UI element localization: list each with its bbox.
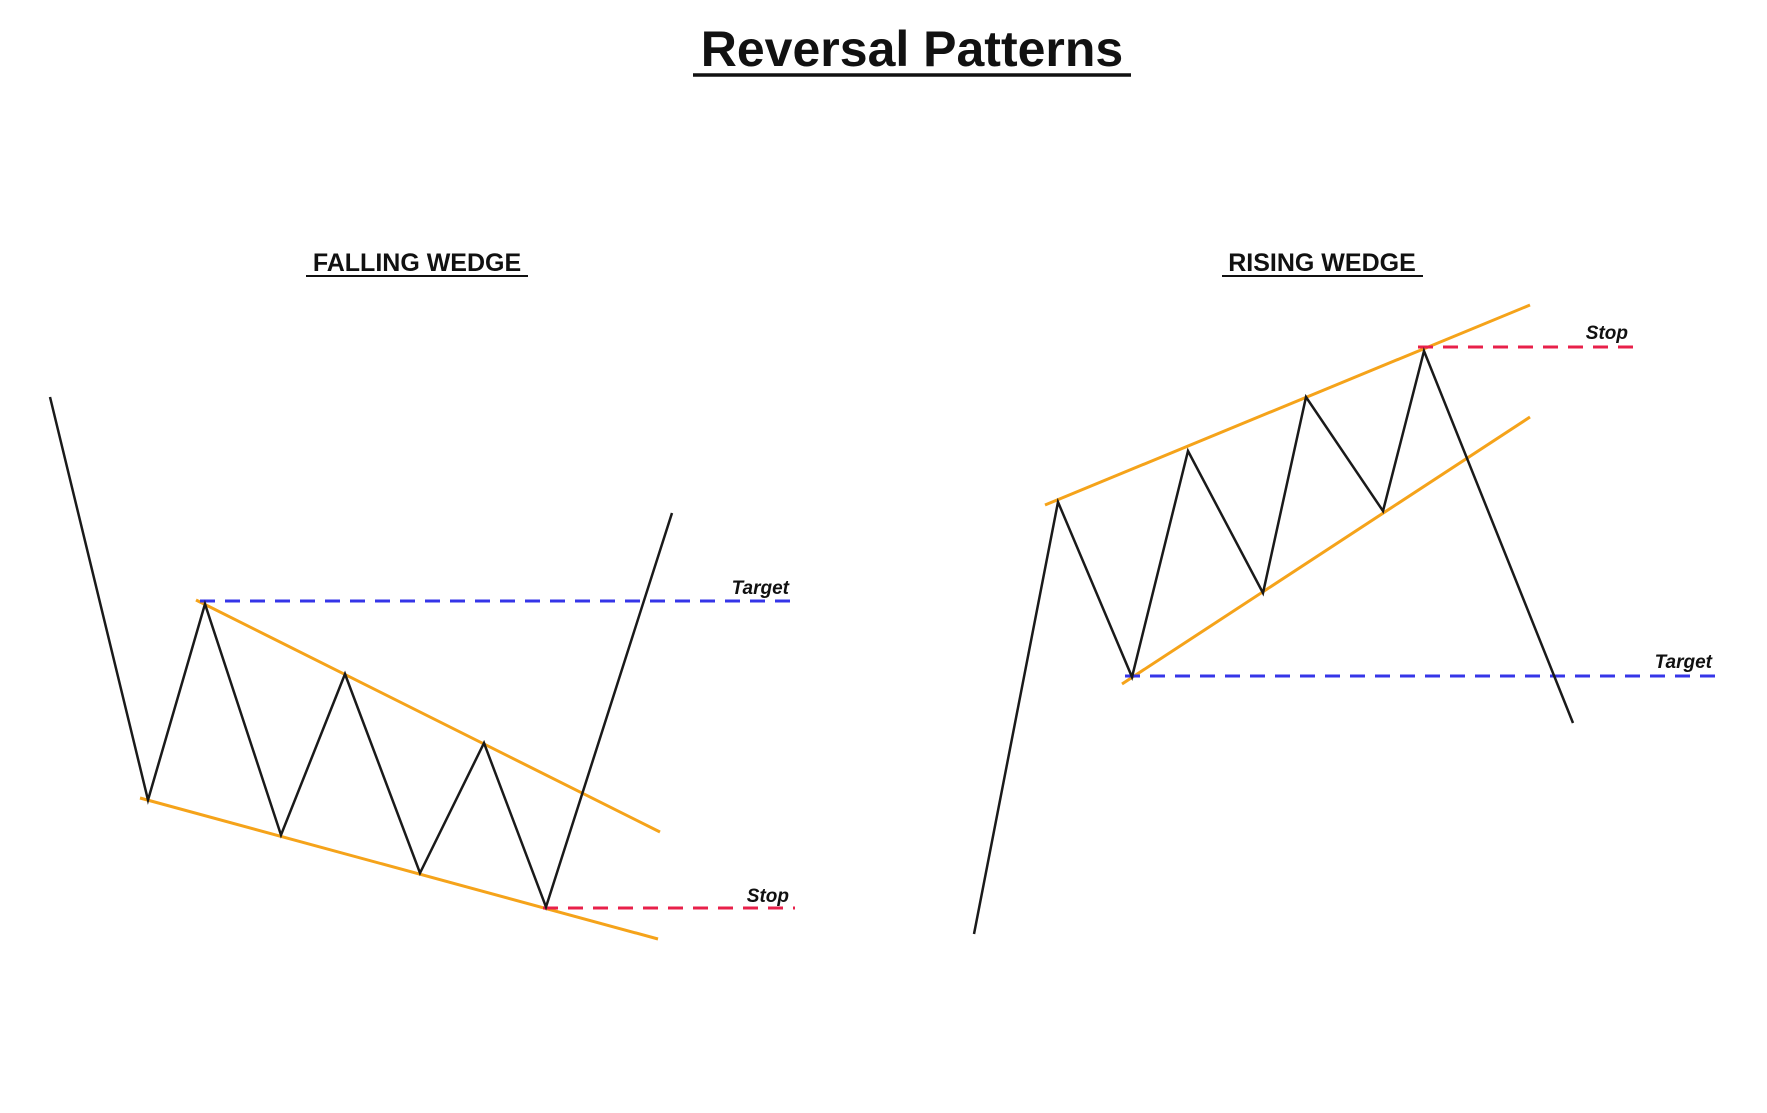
page-title: Reversal Patterns [701,21,1123,77]
falling-wedge-panel: FALLING WEDGE Target Stop [48,249,795,941]
rising-wedge-target-label: Target [1655,652,1713,673]
falling-wedge-target-label: Target [732,578,790,599]
falling-wedge-price-path [48,396,674,911]
falling-wedge-title: FALLING WEDGE [313,249,521,277]
rising-wedge-stop-label: Stop [1586,323,1628,344]
rising-wedge-upper-trendline [1044,303,1531,507]
falling-wedge-stop-label: Stop [747,886,789,907]
rising-wedge-price-path [972,346,1575,935]
rising-wedge-panel: RISING WEDGE Stop Target [972,249,1720,935]
rising-wedge-title: RISING WEDGE [1228,249,1416,277]
falling-wedge-lower-trendline [139,796,659,941]
rising-wedge-lower-trendline [1121,415,1531,686]
falling-wedge-upper-trendline [195,598,661,834]
